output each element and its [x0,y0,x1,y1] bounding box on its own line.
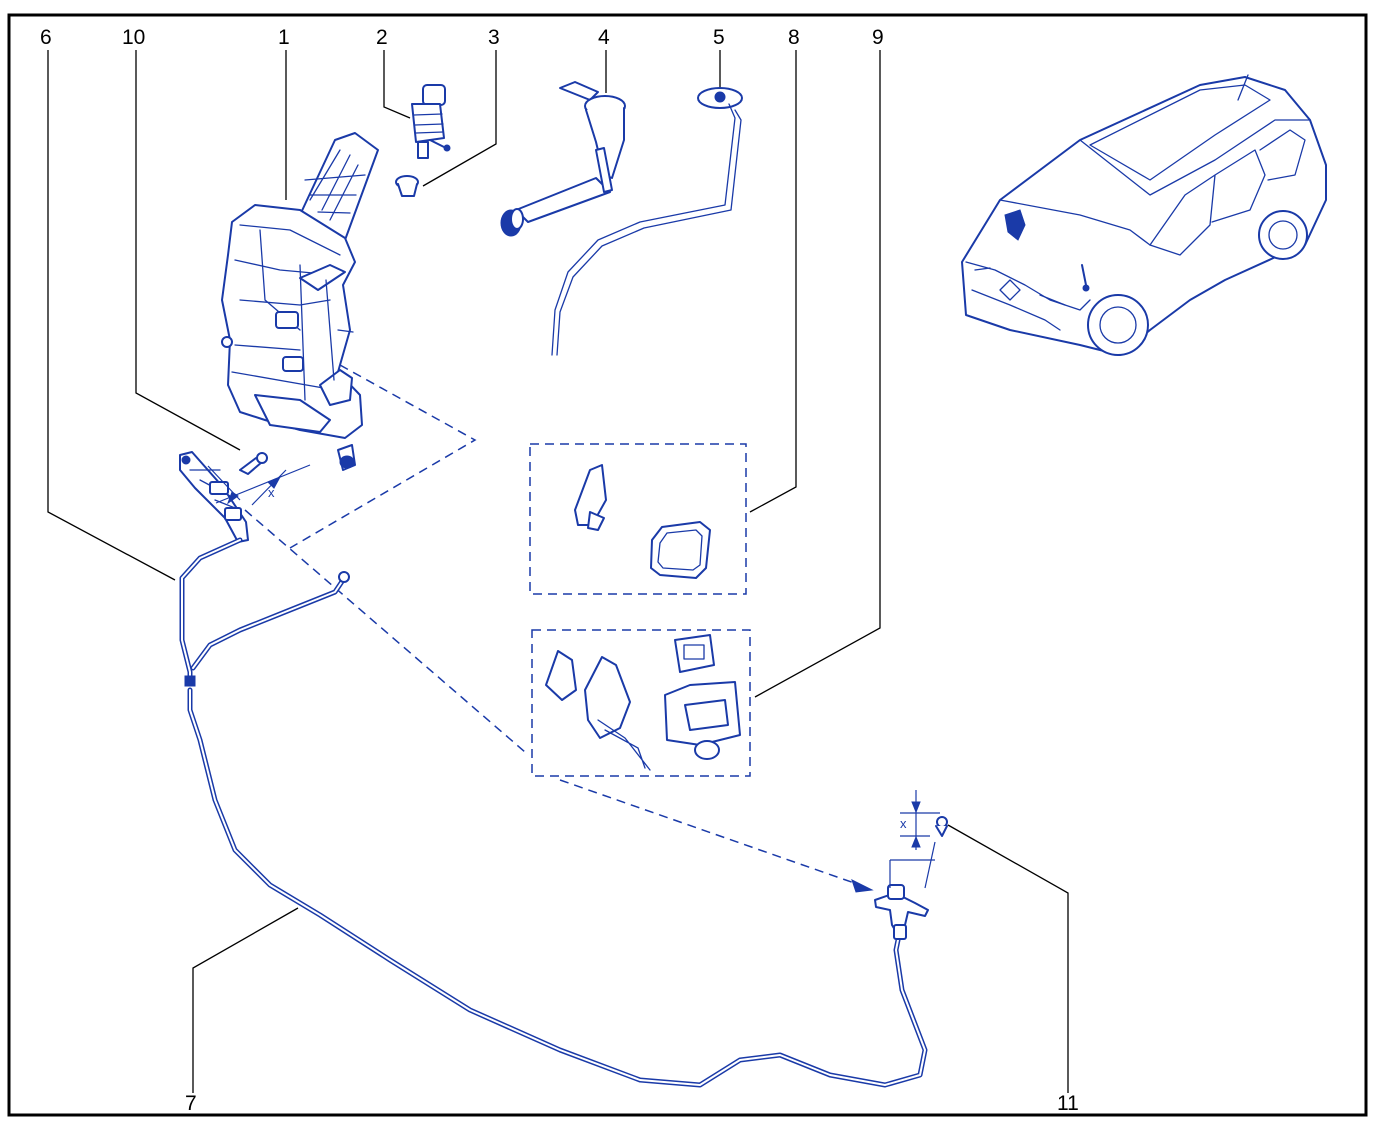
leader-8 [749,50,797,513]
upper-dimension: x [207,464,311,506]
dim-label-lower: x [900,816,907,831]
leader-10 [135,50,241,451]
callout-7: 7 [185,1092,197,1115]
leader-lines [47,50,1069,1093]
leader-3 [422,50,497,187]
callout-6: 6 [40,26,52,49]
leader-6 [47,50,176,581]
level-sensor-tube [551,87,743,356]
pump-grommet [395,175,419,197]
leader-9 [754,50,881,698]
assembly-dashed-lines [244,364,874,893]
callout-5: 5 [713,26,725,49]
nozzle-clip-screw [935,816,948,837]
callout-4: 4 [598,26,610,49]
dash-panel-to-nozzle [559,779,861,886]
nozzle-cover-kit [529,443,747,595]
callout-8: 8 [788,26,800,49]
washer-reservoir [221,132,379,471]
callout-3: 3 [488,26,500,49]
leader-7 [192,907,299,1093]
leader-11 [947,824,1069,1093]
leader-2 [383,50,411,119]
washer-hose [179,537,928,1088]
dim-label-upper: x [268,485,275,500]
diagram-border [7,13,1368,1117]
washer-pump [411,84,451,159]
washer-pump-assembly [179,451,268,543]
nozzle-bracket-kit [531,629,751,777]
vehicle-locator-illustration [961,74,1327,356]
dash-pump-to-panel [244,509,526,753]
callout-9: 9 [872,26,884,49]
filler-neck [500,81,626,237]
callout-1: 1 [278,26,290,49]
washer-nozzle [874,884,929,940]
dash-arrowhead [851,879,874,893]
callout-10: 10 [122,26,145,49]
dash-reservoir-to-panel [289,364,477,549]
callout-11: 11 [1057,1092,1079,1115]
callout-2: 2 [376,26,388,49]
lower-dimension: x [889,790,940,889]
